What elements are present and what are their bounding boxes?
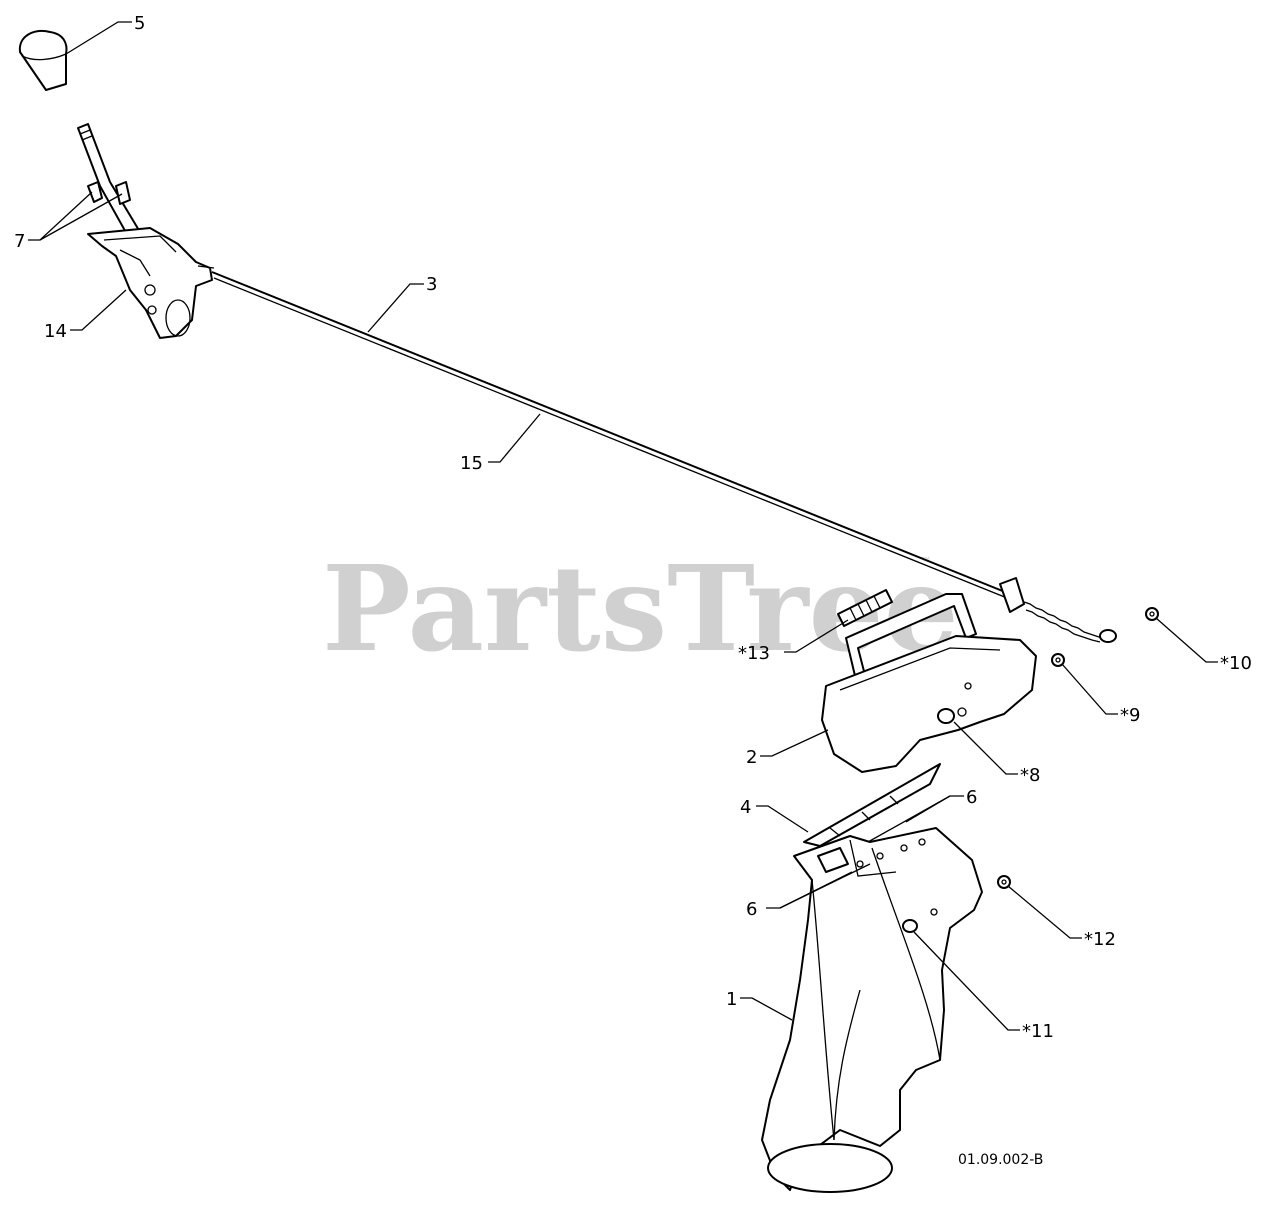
callout-label: 4	[740, 797, 751, 818]
control-cable-icon	[211, 271, 1013, 601]
reference-code: 01.09.002-B	[958, 1152, 1043, 1168]
callout-label: 6	[966, 787, 977, 808]
callout-label: *8	[1020, 765, 1040, 786]
spring-icon	[837, 589, 893, 627]
blade-icon	[803, 763, 941, 847]
screw-icon	[87, 181, 131, 205]
callout-label: *12	[1084, 929, 1116, 950]
callout-label: 15	[460, 453, 483, 474]
control-bracket-icon	[87, 227, 215, 339]
callout-label: *13	[738, 643, 770, 664]
callout-label: 14	[44, 321, 67, 342]
knob-icon	[18, 30, 68, 91]
washer-icon	[997, 607, 1159, 889]
callout-label: 3	[426, 274, 437, 295]
callout-label: 2	[746, 747, 757, 768]
cable-spring-end-icon	[999, 577, 1117, 643]
callout-label: 5	[134, 13, 145, 34]
callout-label: *9	[1120, 705, 1140, 726]
callout-label: *10	[1220, 653, 1252, 674]
callout-label: *11	[1022, 1021, 1054, 1042]
deflector-icon	[821, 635, 1037, 773]
callout-label: 7	[14, 231, 25, 252]
leader-lines	[28, 21, 1218, 1031]
callout-label: 1	[726, 989, 737, 1010]
chute-icon	[761, 827, 983, 1193]
callout-label: 6	[746, 899, 757, 920]
